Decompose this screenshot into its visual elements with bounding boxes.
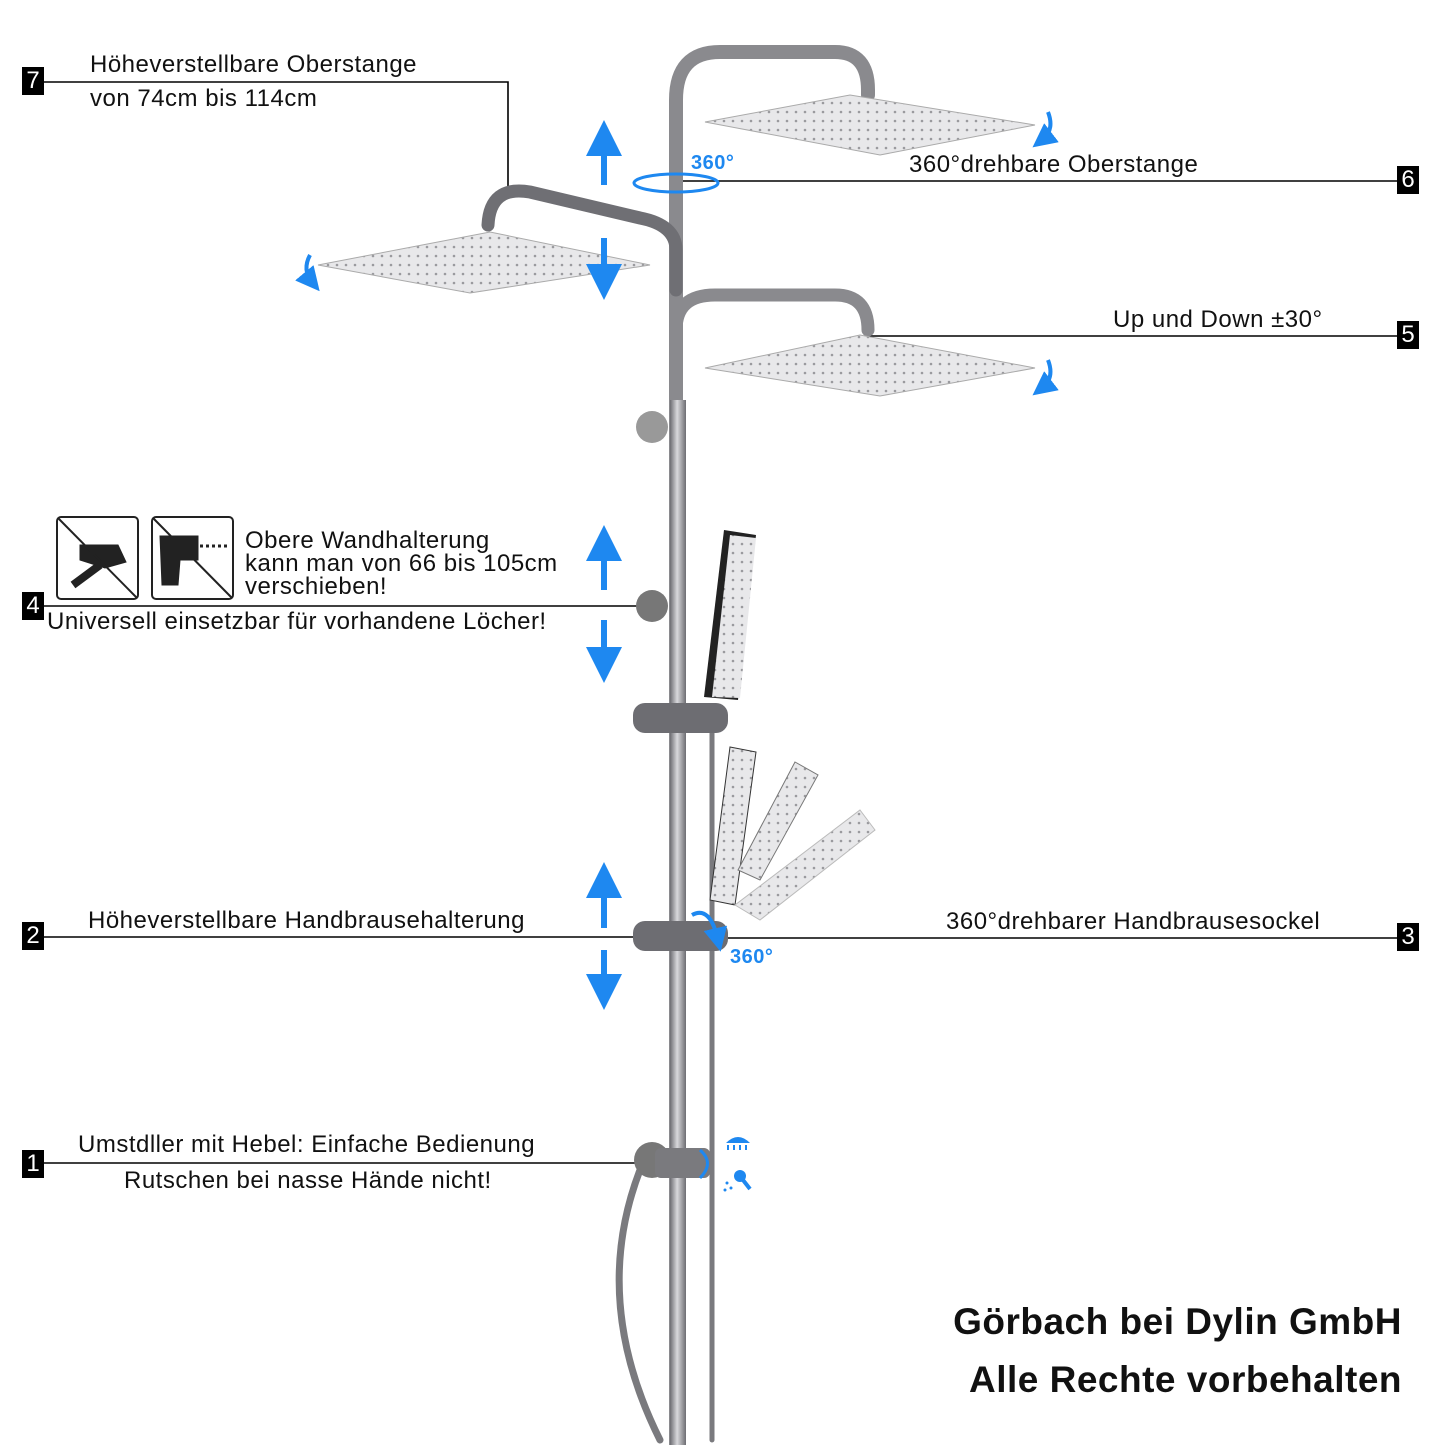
callout-number-1: 1 (22, 1150, 44, 1178)
callout-number-4: 4 (22, 592, 44, 620)
leader-lines (44, 81, 1397, 1164)
shower-head-top (704, 94, 1036, 156)
pipes (481, 45, 875, 1445)
shower-head-left (317, 231, 651, 294)
rotate-360-icon (632, 172, 720, 194)
callout-3-text: 360°drehbarer Handbrausesockel (946, 908, 1321, 935)
callout-number-5: 5 (1397, 321, 1419, 349)
callout-number-7: 7 (22, 67, 44, 95)
callout-6-text: 360°drehbare Oberstange (909, 151, 1199, 178)
footer-rights: Alle Rechte vorbehalten (968, 1359, 1402, 1400)
wall-bracket (636, 590, 668, 622)
callout-number-6: 6 (1397, 166, 1419, 194)
callout-4-line1: Obere Wandhalterung (245, 527, 490, 554)
callout-2-text: Höheverstellbare Handbrausehalterung (88, 907, 525, 934)
shower-head-mid (704, 334, 1036, 397)
callout-7-subtitle: von 74cm bis 114cm (90, 85, 318, 112)
callout-3-badge: 360° (730, 946, 774, 968)
diverter-valve (655, 1148, 710, 1178)
callout-number-2: 2 (22, 922, 44, 950)
footer-company: Görbach bei Dylin GmbH (953, 1301, 1402, 1342)
callout-7-title: Höheverstellbare Oberstange (90, 51, 418, 78)
no-drill-icon (151, 516, 234, 600)
hand-shower-icon (723, 1170, 752, 1192)
callout-4-line4: Universell einsetzbar für vorhandene Löc… (47, 608, 547, 635)
callout-4-line3: verschieben! (245, 573, 388, 600)
slider-top (633, 703, 728, 733)
callout-1-line2: Rutschen bei nasse Hände nicht! (124, 1167, 492, 1194)
rain-shower-icon (726, 1137, 750, 1150)
callout-1-line1: Umstdller mit Hebel: Einfache Bedienung (78, 1131, 536, 1158)
callout-4-line2: kann man von 66 bis 105cm (245, 550, 558, 577)
no-hammer-icon (56, 516, 139, 600)
callout-number-3: 3 (1397, 923, 1419, 951)
callout-6-badge: 360° (691, 152, 735, 174)
callout-5-text: Up und Down ±30° (1113, 306, 1323, 333)
